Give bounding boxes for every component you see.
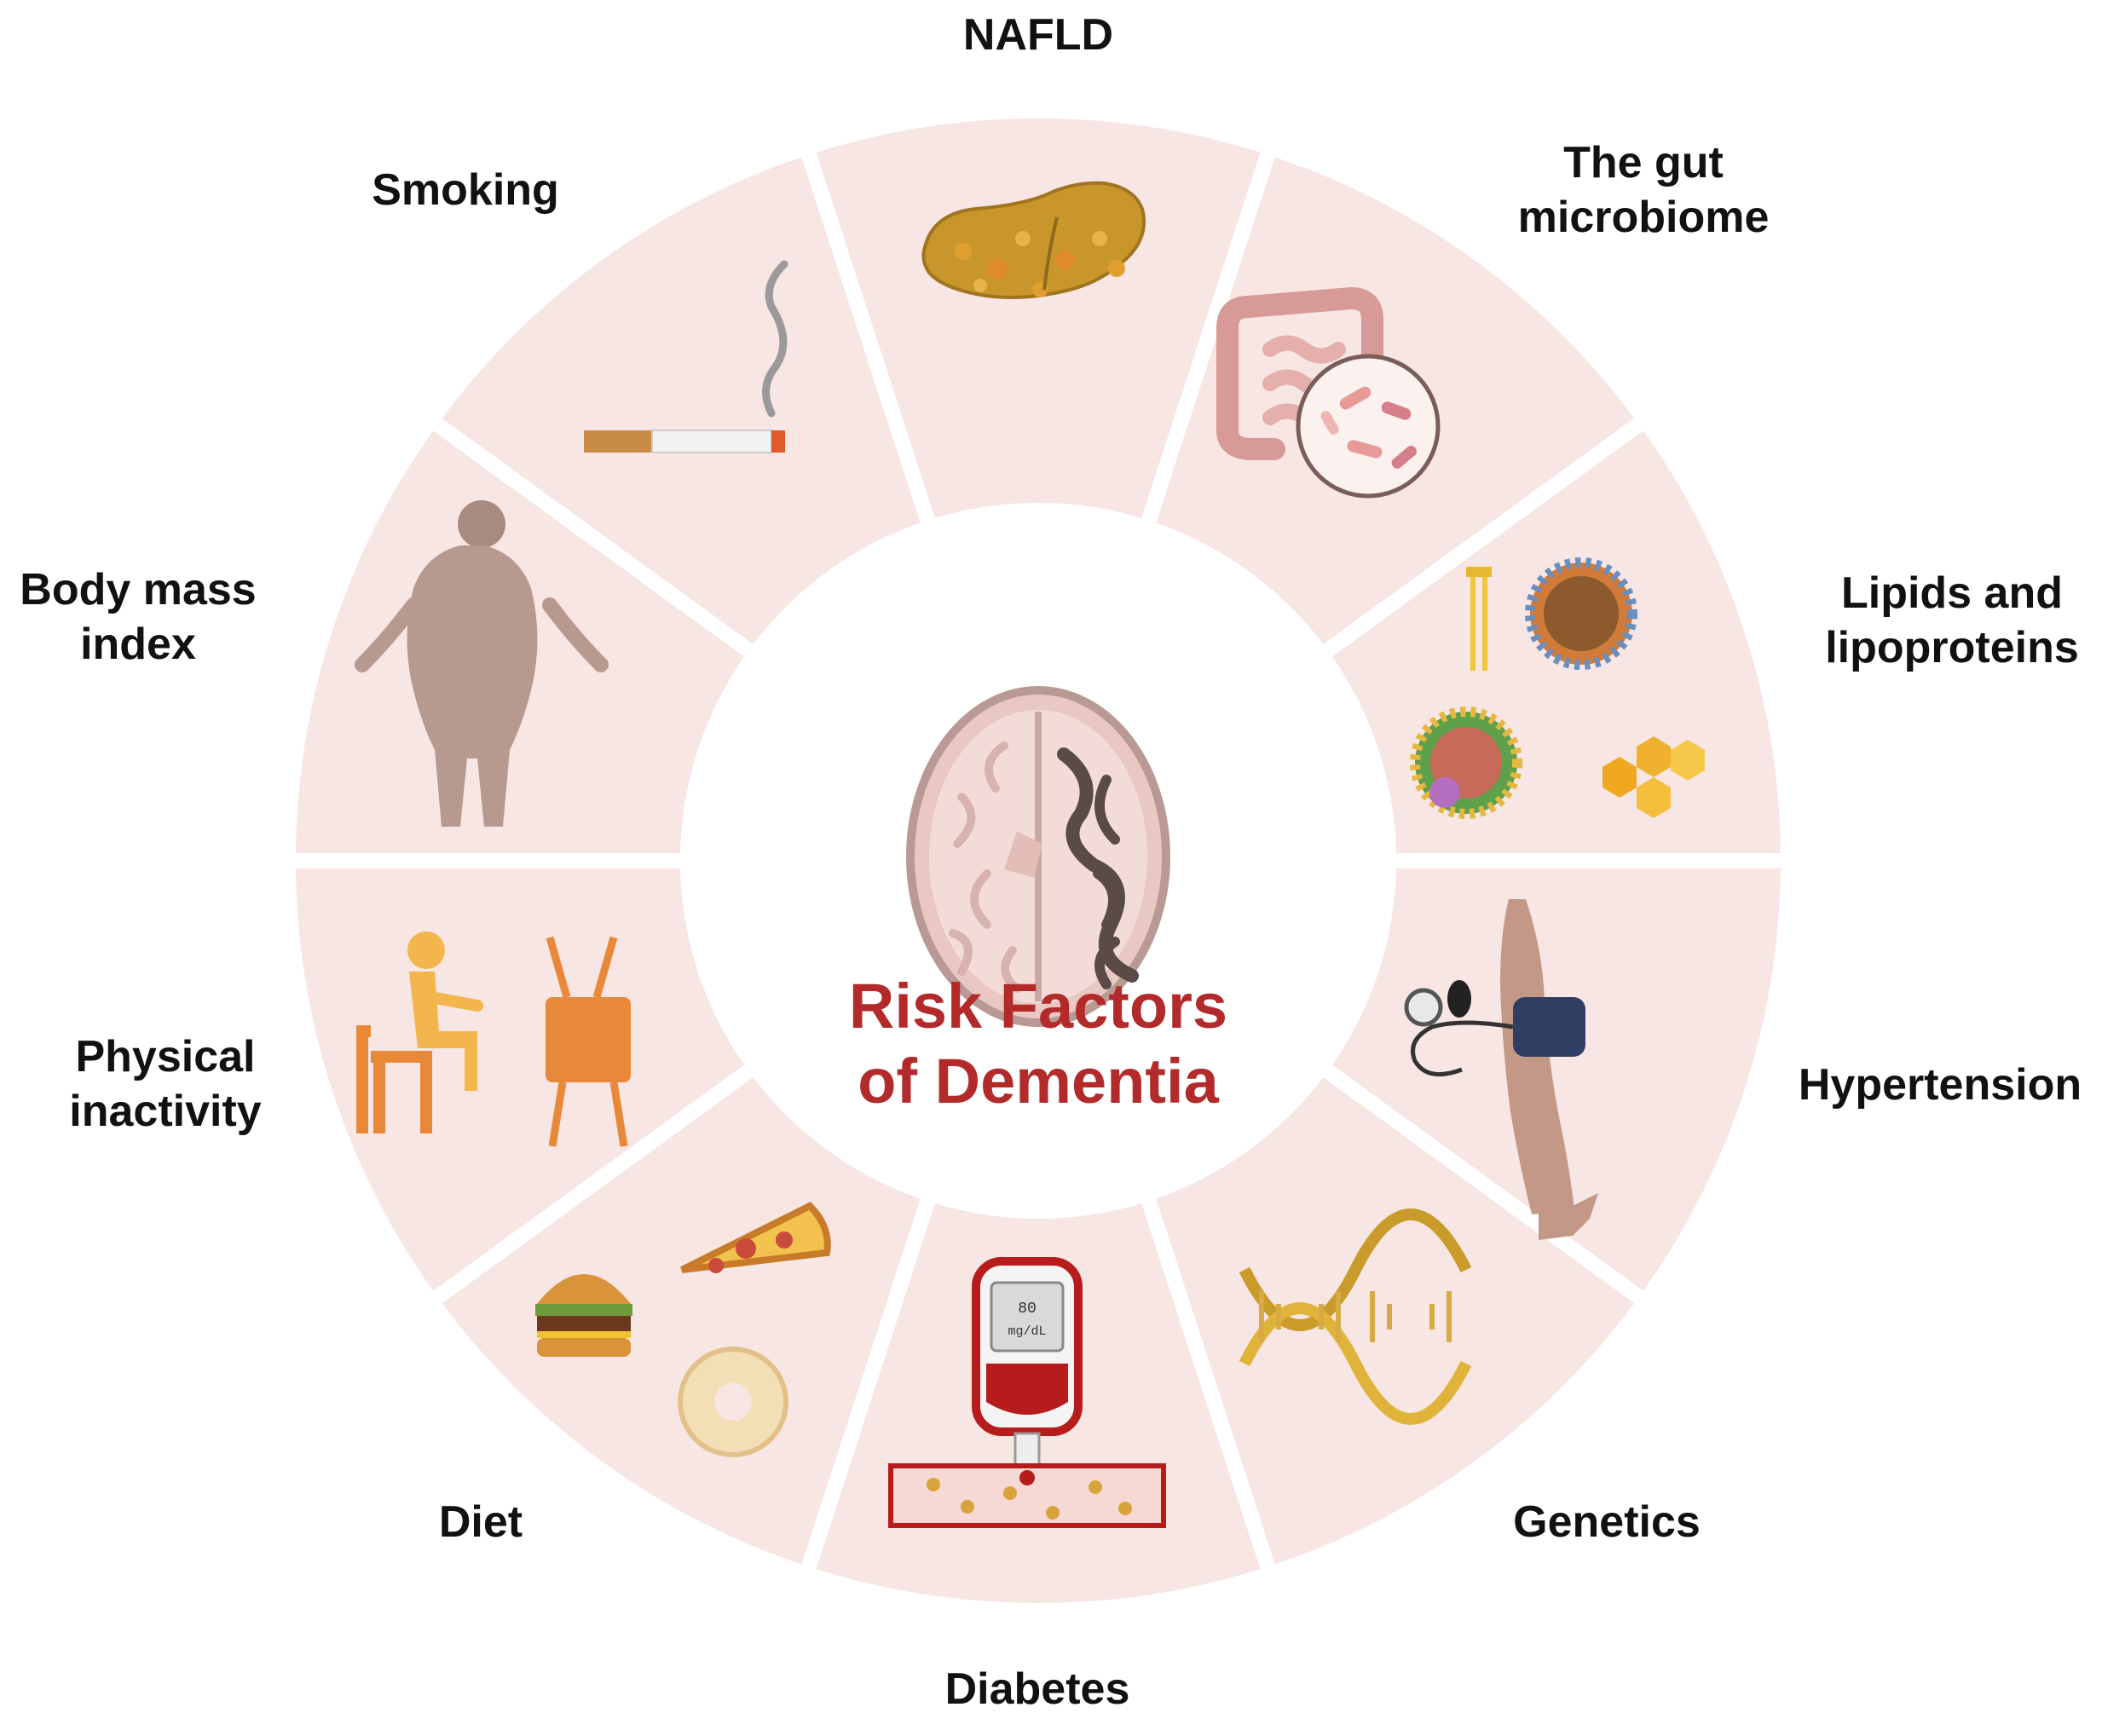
label-diet: Diet: [438, 1497, 523, 1547]
label-smoking: Smoking: [372, 165, 559, 215]
dna-helix-icon: [1239, 1208, 1472, 1425]
segment-nafld: [799, 103, 1278, 868]
label-gut-microbiome: The gut microbiome: [1517, 138, 1770, 242]
center-title: Risk Factors of Dementia: [848, 971, 1228, 1116]
brain-icon: [906, 686, 1170, 1027]
label-physical-inactivity: Physical inactivity: [69, 1032, 262, 1136]
obese-person-icon: [355, 500, 609, 827]
cigarette-icon: [584, 260, 788, 453]
fatty-liver-icon: [921, 181, 1146, 299]
blood-pressure-cuff-icon: [1404, 899, 1598, 1240]
glucose-meter-icon: 80 mg/dL: [888, 1257, 1166, 1528]
meter-unit: mg/dL: [1008, 1324, 1046, 1339]
label-hypertension: Hypertension: [1798, 1060, 2082, 1110]
sedentary-tv-icon: [356, 931, 631, 1147]
label-body-mass-index: Body mass index: [20, 565, 257, 669]
segment-diabetes: [799, 853, 1278, 1618]
meter-value: 80: [1018, 1301, 1037, 1318]
lipoprotein-icon: [1410, 557, 1705, 819]
label-genetics: Genetics: [1513, 1497, 1701, 1547]
label-lipids: Lipids and lipoproteins: [1825, 568, 2079, 672]
label-diabetes: Diabetes: [944, 1664, 1130, 1714]
label-nafld: NAFLD: [962, 10, 1114, 60]
intestine-bacteria-icon: [1216, 286, 1441, 499]
junk-food-icon: [535, 1202, 831, 1457]
